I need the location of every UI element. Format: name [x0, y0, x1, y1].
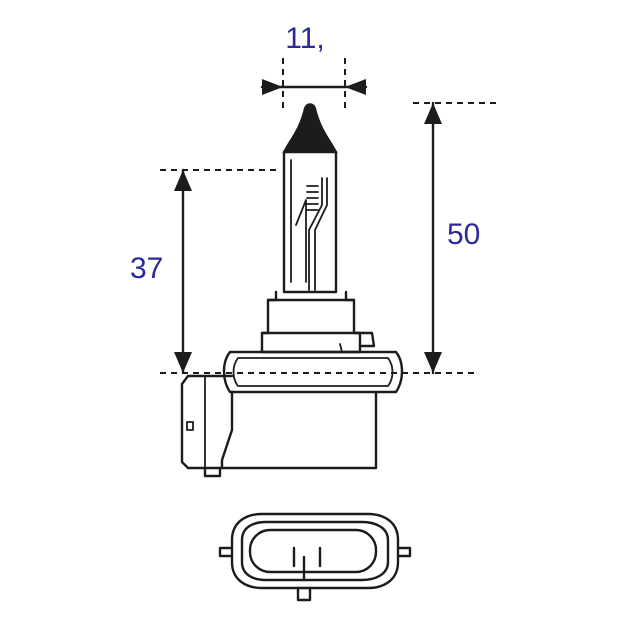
connector-end-view	[218, 512, 412, 602]
overall-height-dimension: 50	[413, 101, 497, 375]
base-key-tab	[358, 331, 376, 348]
overall-height-arrow-top	[424, 103, 442, 124]
base-flange	[222, 350, 404, 394]
connector-outer-shell	[230, 512, 400, 590]
filament-coil	[306, 185, 319, 211]
connector-ear-left	[218, 546, 234, 558]
overall-height-label: 50	[447, 218, 480, 251]
connector-ear-right	[396, 546, 412, 558]
connector-key	[296, 586, 312, 602]
filament-lead-left	[308, 177, 323, 291]
connector-latch	[203, 466, 222, 478]
focal-height-arrow-bottom	[174, 352, 192, 373]
focal-height-dimension: 37	[130, 168, 278, 375]
connector-detent	[186, 421, 194, 431]
filament-lead-left-inner	[314, 177, 328, 291]
overall-height-arrow-bottom	[424, 352, 442, 373]
glass-envelope	[282, 150, 338, 294]
base-notch	[339, 343, 343, 353]
focal-height-label: 37	[130, 252, 163, 285]
socket-connector	[180, 374, 234, 470]
socket-body	[220, 390, 378, 470]
filament-lead-right	[295, 199, 307, 283]
base-flange-inner	[232, 357, 394, 387]
width-arrow-right	[345, 79, 366, 95]
bulb-tip	[282, 103, 338, 153]
connector-cavity	[248, 528, 378, 574]
connector-inner-shell	[240, 520, 390, 582]
width-label: 11,	[285, 22, 324, 55]
width-arrow-left	[262, 79, 283, 95]
width-dimension: 11,	[260, 22, 368, 112]
bulb-glass	[282, 103, 338, 294]
focal-height-arrow-top	[174, 170, 192, 191]
bulb-base	[180, 290, 404, 478]
